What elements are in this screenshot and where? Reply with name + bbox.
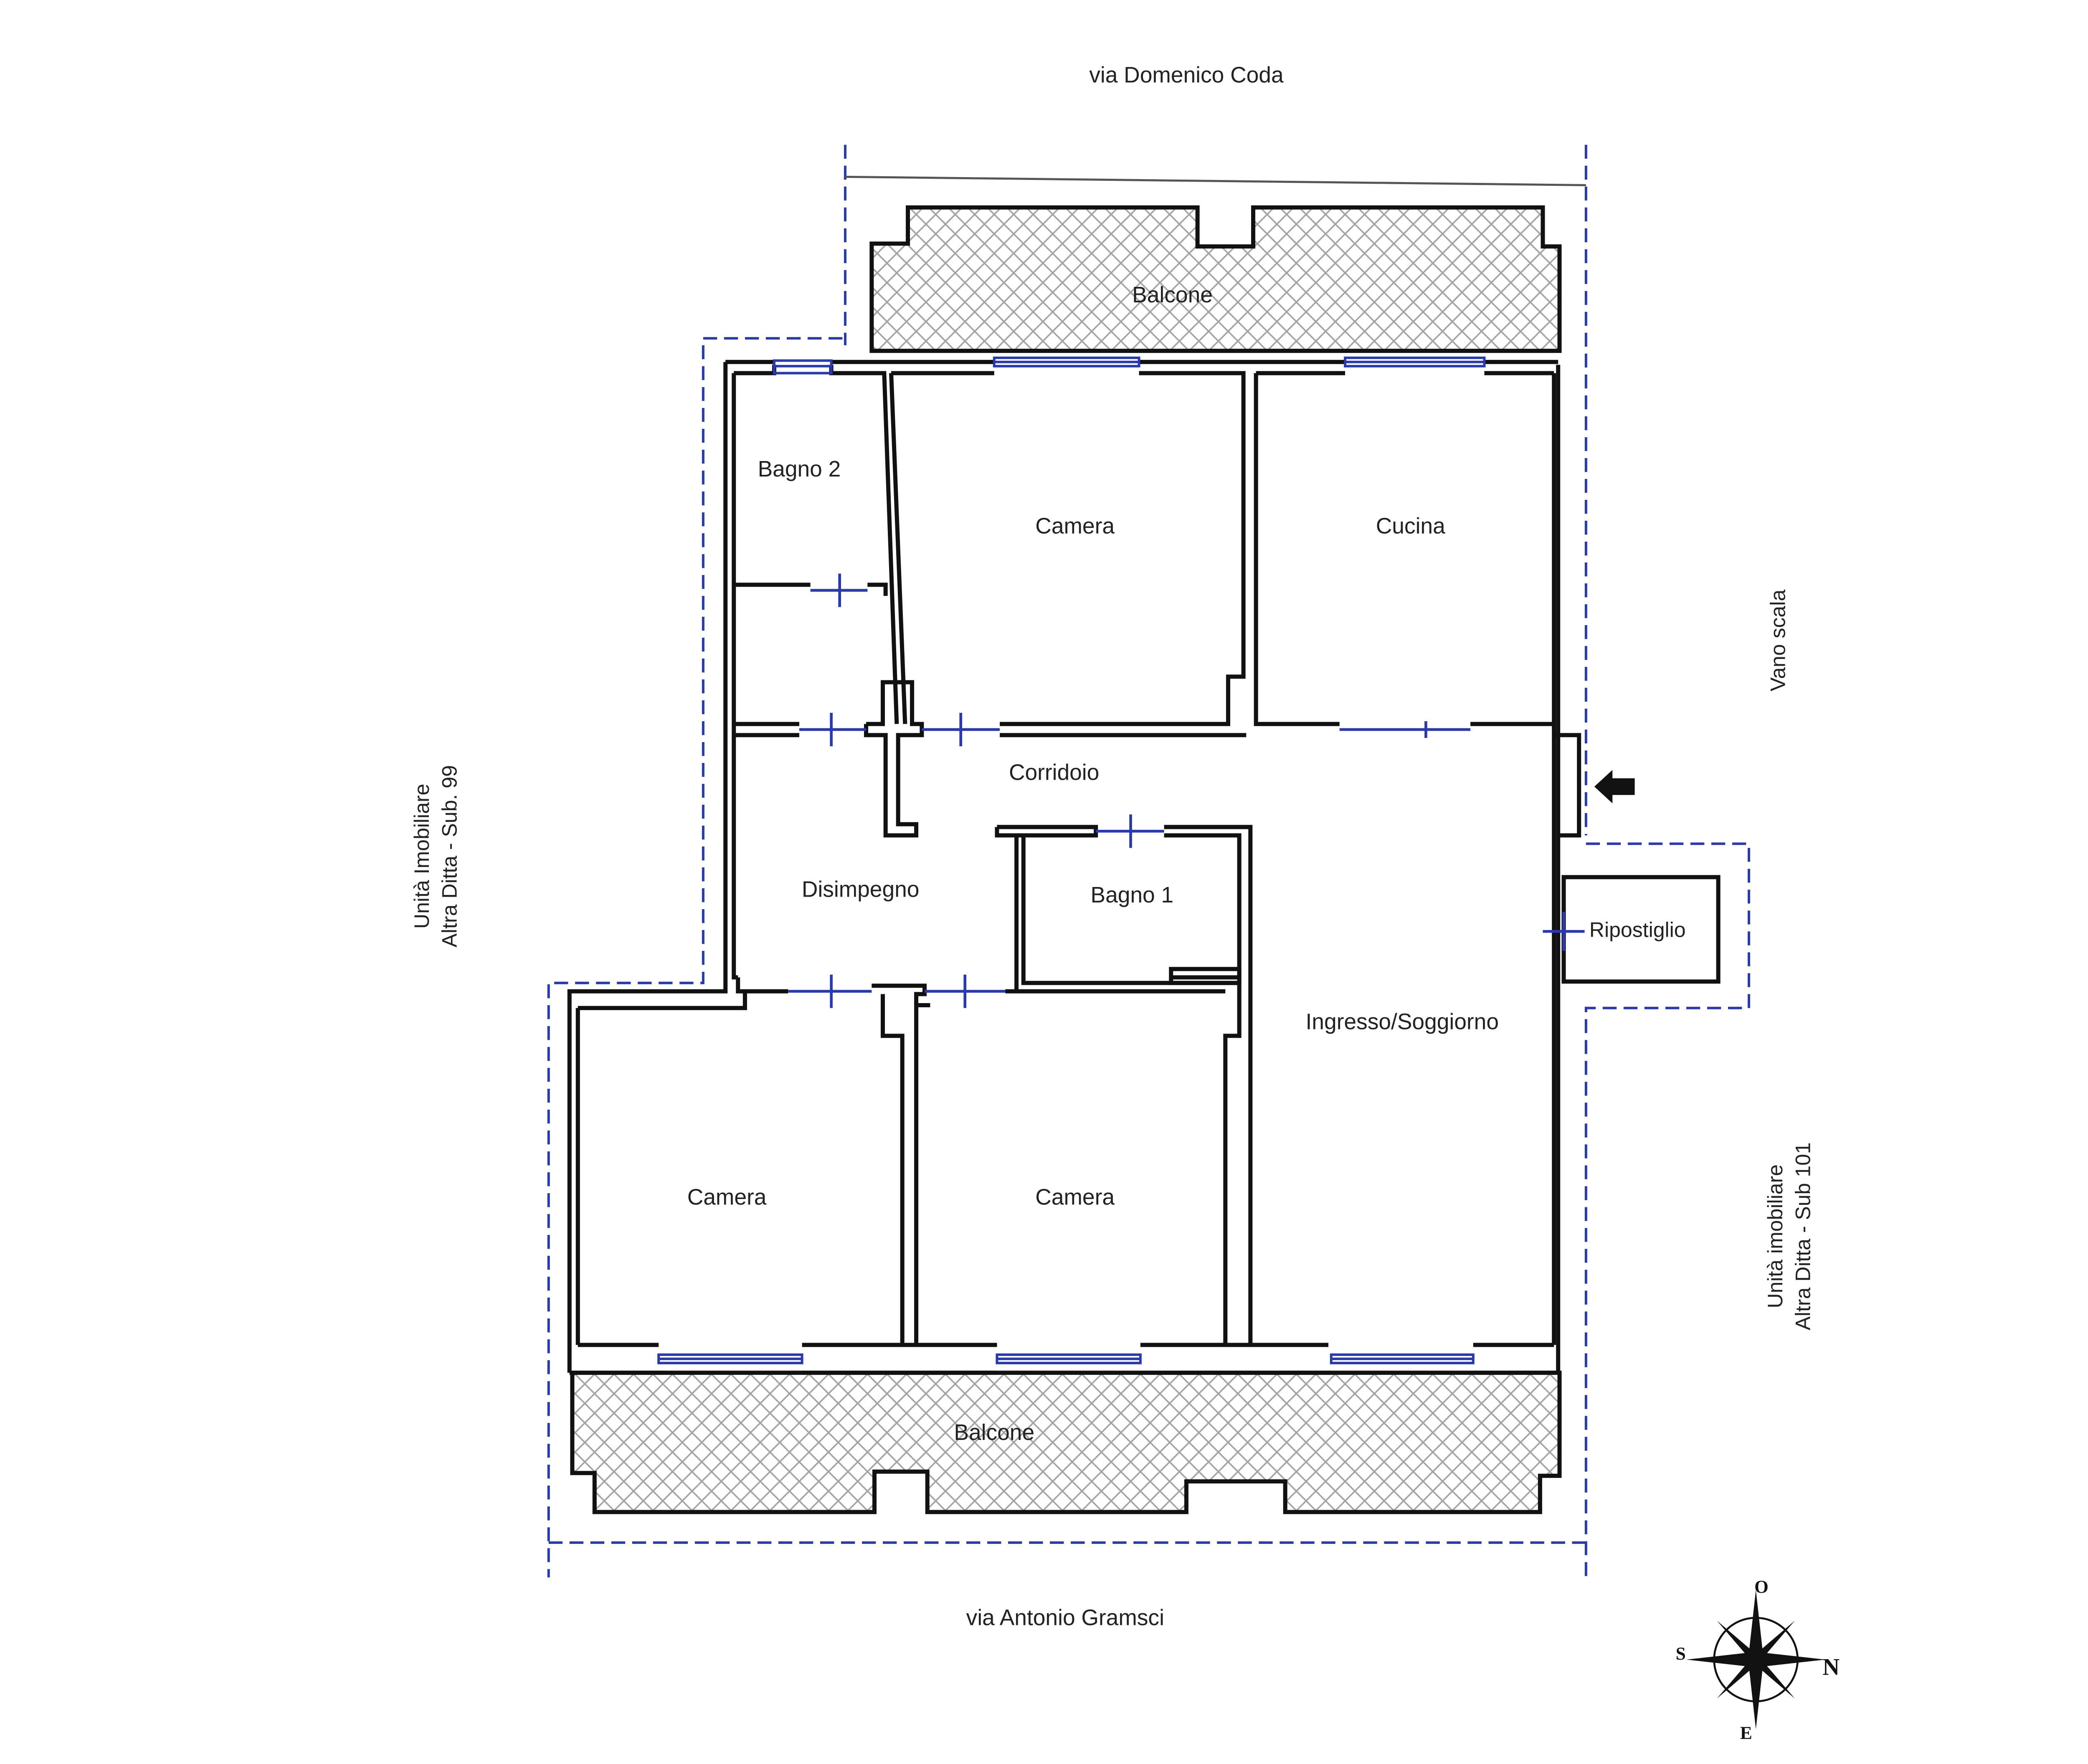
top-property-line [845, 175, 1586, 186]
walls [567, 360, 1721, 1375]
windows [657, 356, 1486, 1364]
room-label-camera-bottom-left: Camera [687, 1185, 767, 1210]
balcony-top [869, 205, 1562, 353]
compass-letter-left: S [1676, 1644, 1686, 1664]
compass-letter-top: O [1754, 1577, 1769, 1597]
adjacent-unit-right: Unità imobiliare Altra Ditta - Sub 101 [1764, 1142, 1815, 1330]
room-label-bagno-2: Bagno 2 [758, 457, 841, 482]
adjacent-unit-right-line2: Altra Ditta - Sub 101 [1792, 1142, 1815, 1330]
room-label-ingresso-soggiorno: Ingresso/Soggiorno [1305, 1009, 1499, 1034]
room-label-disimpegno: Disimpegno [802, 877, 920, 902]
room-label-balcone-top: Balcone [1132, 283, 1213, 307]
room-label-balcone-bottom: Balcone [954, 1420, 1034, 1445]
compass-letter-right: N [1822, 1654, 1840, 1680]
stairwell-label: Vano scala [1766, 590, 1790, 692]
adjacent-unit-left: Unità Imobiliare Altra Ditta - Sub. 99 [410, 765, 461, 947]
adjacent-unit-left-line1: Unità Imobiliare [410, 784, 433, 929]
property-boundary [547, 144, 1751, 1578]
adjacent-unit-left-line2: Altra Ditta - Sub. 99 [438, 765, 461, 947]
compass-rose-icon: O N E S [1676, 1577, 1840, 1743]
room-label-bagno-1: Bagno 1 [1091, 883, 1174, 907]
room-label-camera-top: Camera [1035, 514, 1115, 539]
compass-letter-bottom: E [1740, 1723, 1752, 1743]
entrance-arrow-icon [1594, 770, 1635, 803]
balcony-bottom [570, 1371, 1562, 1514]
street-label-bottom: via Antonio Gramsci [966, 1605, 1164, 1630]
street-label-top: via Domenico Coda [1089, 63, 1284, 87]
room-label-ripostiglio: Ripostiglio [1589, 918, 1686, 942]
adjacent-unit-right-line1: Unità imobiliare [1764, 1164, 1787, 1308]
room-label-camera-bottom-middle: Camera [1035, 1185, 1115, 1210]
room-label-corridoio: Corridoio [1009, 760, 1099, 785]
room-label-cucina: Cucina [1376, 514, 1445, 539]
doors [788, 573, 1585, 1008]
